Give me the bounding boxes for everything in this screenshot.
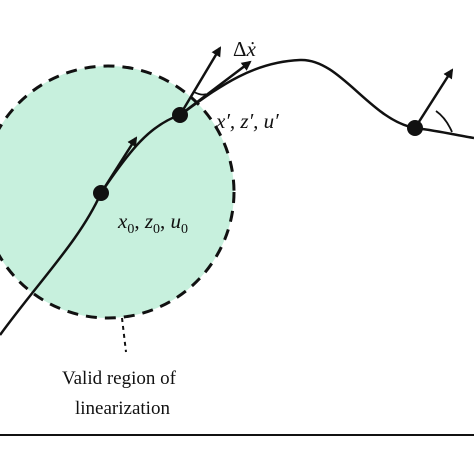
point-prime bbox=[172, 107, 188, 123]
sep-1: , bbox=[134, 209, 145, 233]
point-zero-label: x0, z0, u0 bbox=[117, 209, 188, 237]
delta-symbol: Δ bbox=[233, 37, 247, 61]
z-subscript: 0 bbox=[153, 222, 160, 237]
tangent-arrow-x0 bbox=[99, 136, 138, 194]
x-var: x bbox=[117, 209, 128, 233]
caption-leader-line bbox=[121, 317, 127, 353]
tangent-arrow-prime bbox=[178, 46, 222, 116]
point-prime-label: x′, z′, u′ bbox=[215, 109, 279, 133]
sep-2: , bbox=[160, 209, 171, 233]
delta-arrow-prime bbox=[179, 60, 252, 116]
point-x0 bbox=[93, 185, 109, 201]
u-var: u bbox=[171, 209, 182, 233]
angle-arc-right bbox=[435, 110, 453, 133]
tangent-arrow-right bbox=[413, 68, 454, 129]
caption-line-2: linearization bbox=[75, 398, 170, 419]
delta-variable: ẋ bbox=[246, 37, 257, 61]
caption-line-1: Valid region of bbox=[62, 368, 177, 389]
x-subscript: 0 bbox=[127, 222, 134, 237]
valid-region-circle bbox=[0, 64, 236, 320]
delta-x-dot-label: Δẋ bbox=[233, 37, 257, 61]
z-var: z bbox=[144, 209, 153, 233]
u-subscript: 0 bbox=[181, 222, 188, 237]
point-right bbox=[407, 120, 423, 136]
angle-arc-prime bbox=[193, 91, 207, 96]
